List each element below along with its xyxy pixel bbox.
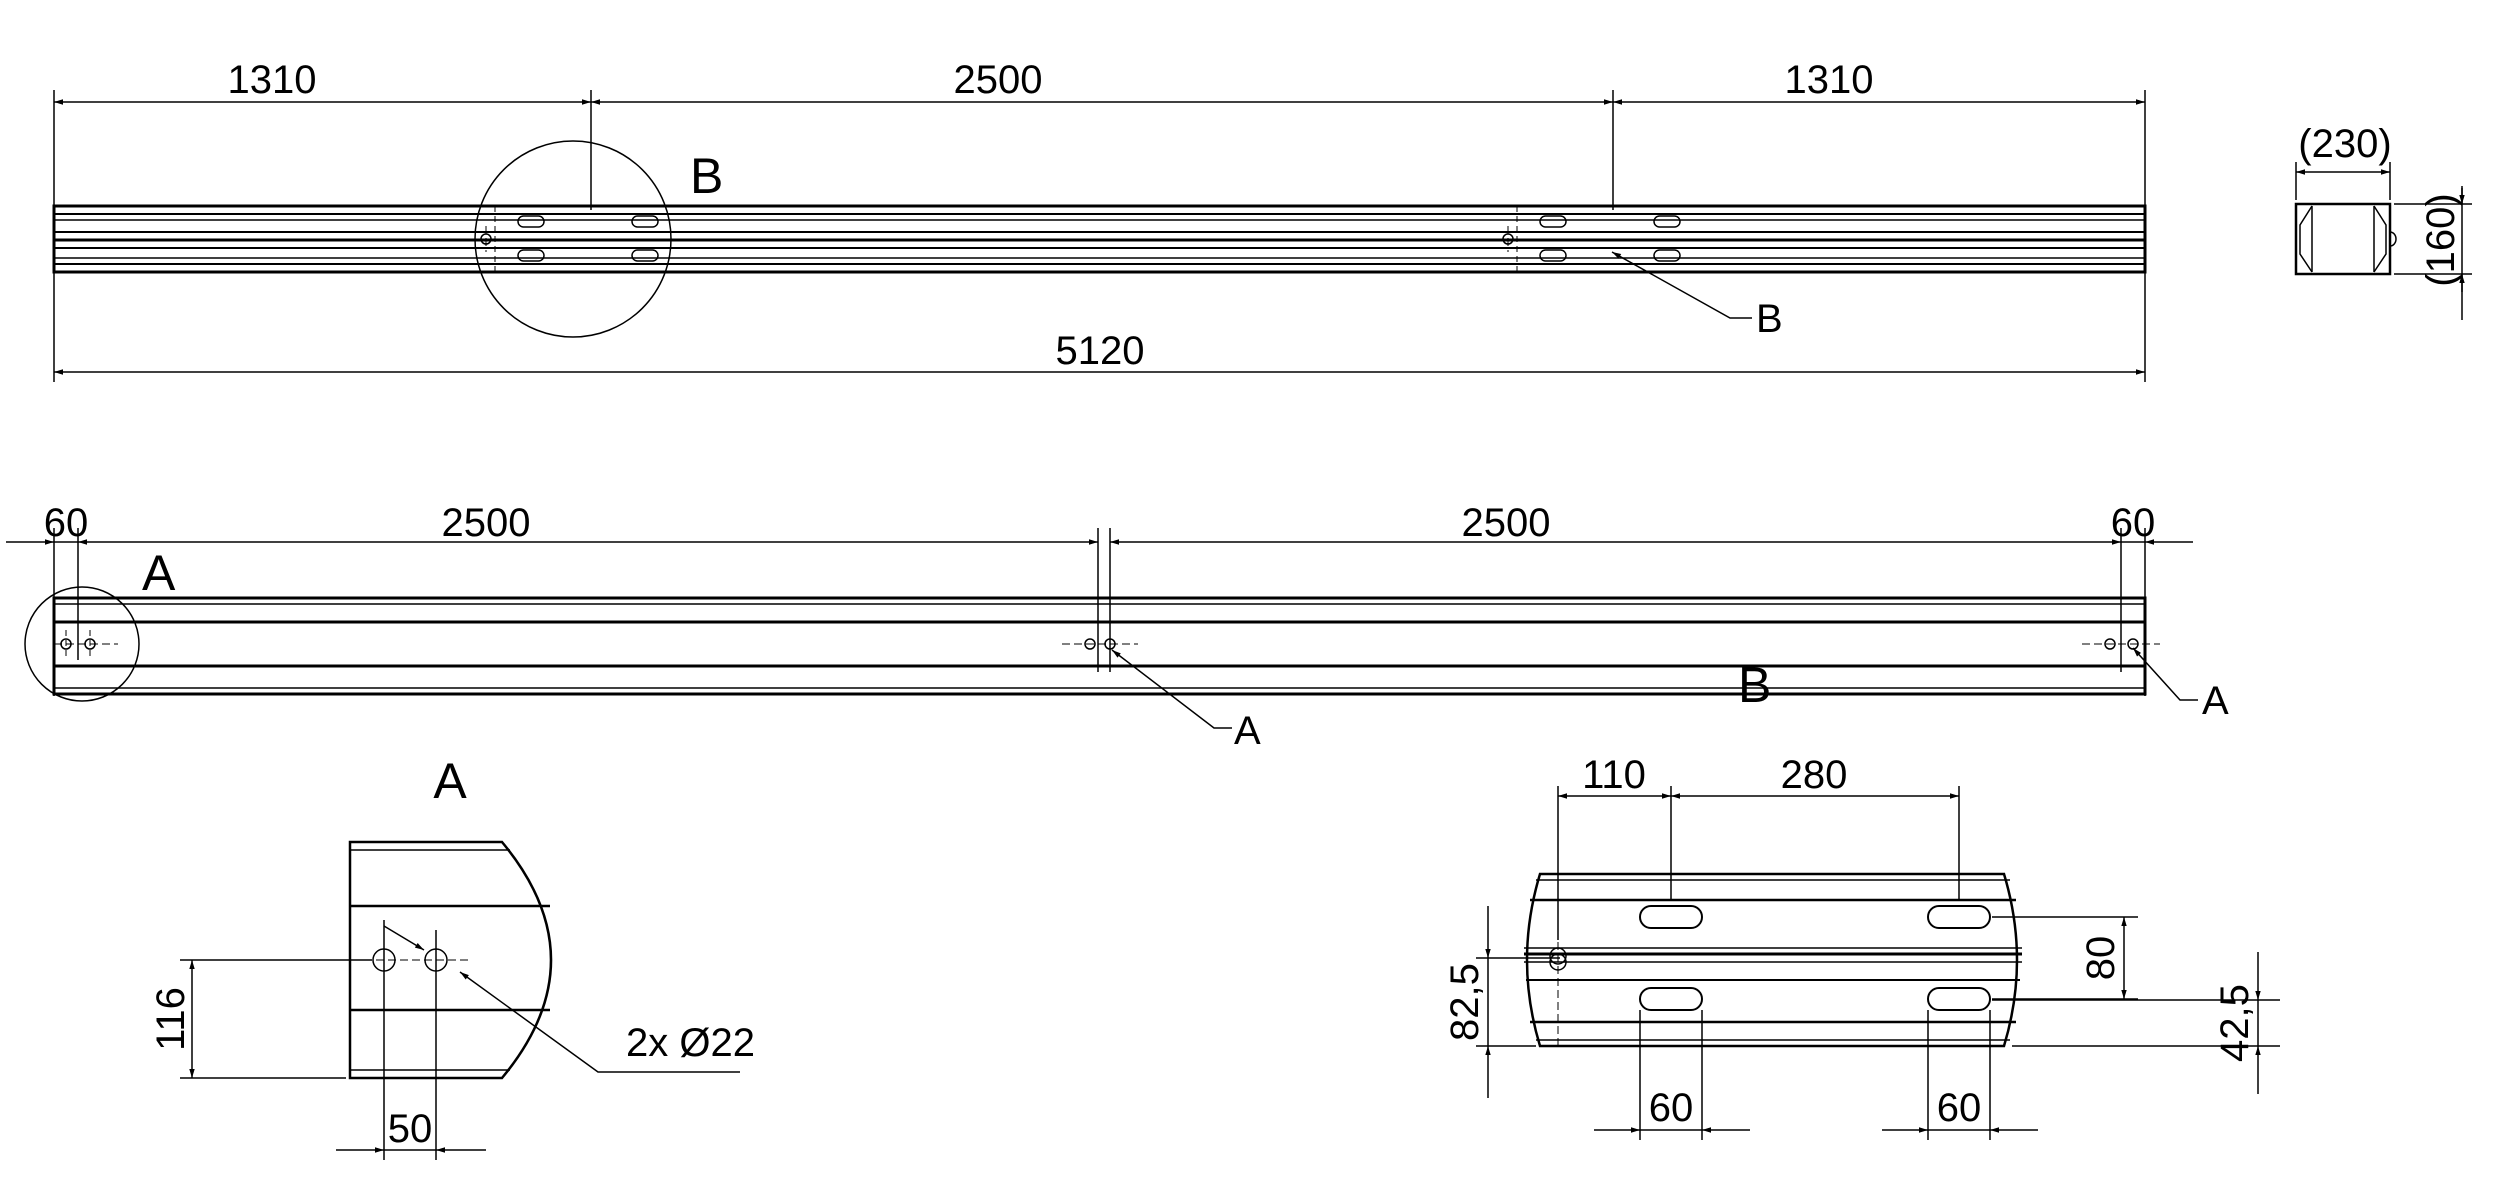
- side-dim-span-right: 2500: [1462, 501, 1551, 545]
- end-dim-height: (160): [2419, 193, 2463, 286]
- top-detail-label-b: B: [690, 148, 723, 204]
- side-view: [6, 528, 2198, 729]
- side-dim-right-end: 60: [2111, 501, 2156, 545]
- top-dim-left: 1310: [228, 58, 317, 102]
- end-dim-width: (230): [2298, 122, 2391, 166]
- end-view: [2294, 162, 2472, 320]
- detail-a-hole-note: 2x Ø22: [626, 1021, 755, 1065]
- detail-a-dim-height: 116: [149, 987, 193, 1051]
- detail-a-view: [180, 840, 740, 1160]
- top-dim-total: 5120: [1056, 329, 1145, 373]
- detail-b-dim-42-5: 42,5: [2213, 984, 2257, 1062]
- side-leader-label-a-right: A: [2202, 679, 2229, 723]
- side-leader-label-a-middle: A: [1234, 709, 1261, 753]
- detail-a-title: A: [433, 753, 467, 809]
- detail-b-dim-82-5: 82,5: [1443, 963, 1487, 1041]
- detail-b-dim-slot-left: 60: [1649, 1086, 1694, 1130]
- side-dim-left-end: 60: [44, 501, 89, 545]
- side-section-label-b: B: [1738, 657, 1771, 713]
- side-detail-label-a: A: [142, 545, 176, 601]
- detail-a-dim-spacing: 50: [388, 1107, 433, 1151]
- top-leader-label-b: B: [1756, 297, 1783, 341]
- side-dim-span-left: 2500: [442, 501, 531, 545]
- top-dim-middle: 2500: [954, 58, 1043, 102]
- detail-b-dim-80: 80: [2079, 936, 2123, 981]
- detail-b-dim-280: 280: [1781, 753, 1848, 797]
- top-view: [52, 90, 2147, 382]
- detail-b-dim-110: 110: [1582, 753, 1646, 797]
- detail-b-dim-slot-right: 60: [1937, 1086, 1982, 1130]
- top-dim-right: 1310: [1785, 58, 1874, 102]
- detail-b-view: [1476, 786, 2280, 1140]
